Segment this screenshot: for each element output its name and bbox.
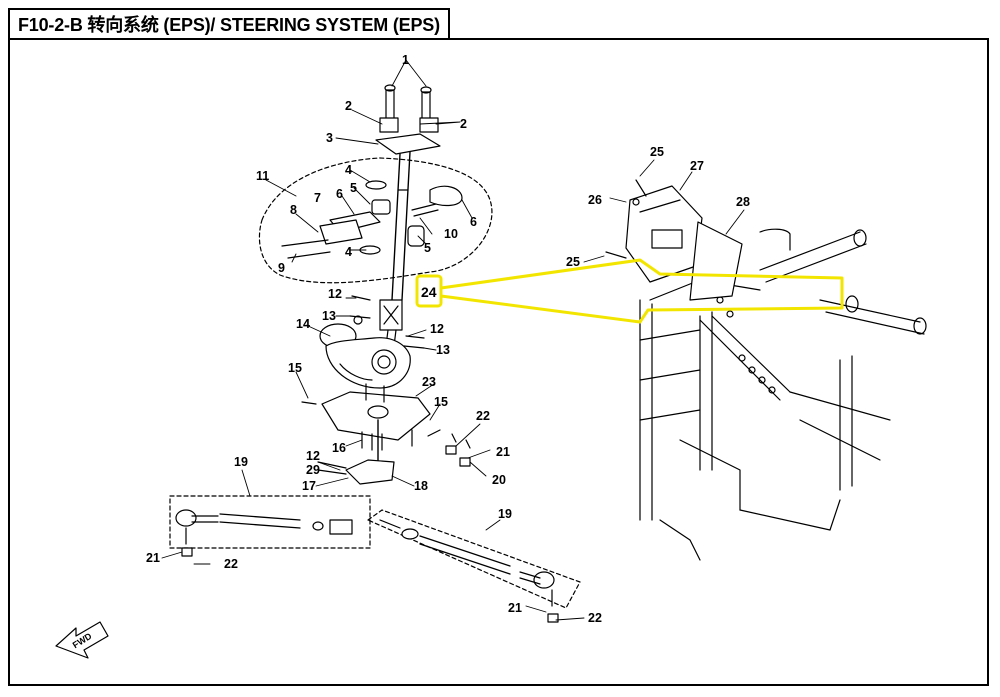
callout-2: 2 bbox=[345, 99, 352, 113]
tie-rod-right-outline bbox=[367, 509, 581, 609]
callout-10: 10 bbox=[444, 227, 458, 241]
page-title: F10-2-B 转向系统 (EPS)/ STEERING SYSTEM (EPS… bbox=[18, 15, 440, 35]
controller-bolt-left bbox=[605, 251, 627, 259]
forward-arrow bbox=[55, 621, 109, 659]
callout-25: 25 bbox=[566, 255, 580, 269]
vehicle-frame bbox=[639, 228, 927, 561]
callout-28: 28 bbox=[736, 195, 750, 209]
callout-25: 25 bbox=[650, 145, 664, 159]
clamp-kit-group-outline bbox=[258, 157, 493, 284]
callout-5: 5 bbox=[350, 181, 357, 195]
callout-2: 2 bbox=[460, 117, 467, 131]
callout-labels: 1 2 2 3 4 4 5 5 6 6 7 8 9 10 11 12 12 12… bbox=[146, 53, 750, 625]
callout-21: 21 bbox=[496, 445, 510, 459]
callout-4: 4 bbox=[345, 245, 352, 259]
callout-12: 12 bbox=[328, 287, 342, 301]
callout-24: 24 bbox=[421, 284, 437, 300]
callout-6: 6 bbox=[336, 187, 343, 201]
callout-12: 12 bbox=[430, 322, 444, 336]
callout-23: 23 bbox=[422, 375, 436, 389]
callout-14: 14 bbox=[296, 317, 310, 331]
callout-8: 8 bbox=[290, 203, 297, 217]
callout-22: 22 bbox=[588, 611, 602, 625]
callout-18: 18 bbox=[414, 479, 428, 493]
callout-17: 17 bbox=[302, 479, 316, 493]
column-mount-bolts bbox=[379, 84, 439, 133]
callout-13: 13 bbox=[322, 309, 336, 323]
leader-lines bbox=[161, 59, 745, 621]
tie-rod-left bbox=[175, 509, 353, 557]
highlight-callout-24 bbox=[415, 258, 844, 324]
callout-13: 13 bbox=[436, 343, 450, 357]
eps-controller bbox=[625, 185, 743, 301]
callout-19: 19 bbox=[234, 455, 248, 469]
column-mount-plate bbox=[375, 133, 441, 155]
callout-16: 16 bbox=[332, 441, 346, 455]
controller-bolt-top bbox=[635, 179, 647, 197]
callout-15: 15 bbox=[434, 395, 448, 409]
callout-9: 9 bbox=[278, 261, 285, 275]
diagram-frame bbox=[8, 38, 989, 686]
callout-11: 11 bbox=[256, 169, 269, 183]
eps-motor-unit bbox=[319, 315, 411, 389]
callout-3: 3 bbox=[326, 131, 333, 145]
callout-27: 27 bbox=[690, 159, 704, 173]
pitman-arm-bracket bbox=[345, 459, 395, 485]
callout-21: 21 bbox=[146, 551, 160, 565]
highlight-box-24 bbox=[415, 274, 443, 308]
controller-washer bbox=[632, 198, 640, 206]
callout-22: 22 bbox=[476, 409, 490, 423]
callout-21: 21 bbox=[508, 601, 522, 615]
callout-26: 26 bbox=[588, 193, 602, 207]
callout-6: 6 bbox=[470, 215, 477, 229]
callout-12: 12 bbox=[306, 449, 320, 463]
tie-rod-right bbox=[379, 519, 559, 623]
tie-rod-nuts bbox=[445, 433, 471, 467]
callout-29: 29 bbox=[306, 463, 320, 477]
callout-4: 4 bbox=[345, 163, 352, 177]
eps-mount-bracket bbox=[321, 391, 431, 441]
highlight-pointer bbox=[440, 258, 844, 324]
title-box: F10-2-B 转向系统 (EPS)/ STEERING SYSTEM (EPS… bbox=[8, 8, 450, 40]
callout-22: 22 bbox=[224, 557, 238, 571]
callout-7: 7 bbox=[314, 191, 321, 205]
callout-5: 5 bbox=[424, 241, 431, 255]
callout-20: 20 bbox=[492, 473, 506, 487]
tie-rod-left-outline bbox=[169, 495, 371, 549]
callout-19: 19 bbox=[498, 507, 512, 521]
clamp-kit-parts bbox=[281, 180, 463, 259]
callout-1: 1 bbox=[402, 53, 409, 67]
callout-15: 15 bbox=[288, 361, 302, 375]
steering-column-shaft bbox=[391, 151, 411, 301]
motor-bolts bbox=[349, 295, 425, 349]
